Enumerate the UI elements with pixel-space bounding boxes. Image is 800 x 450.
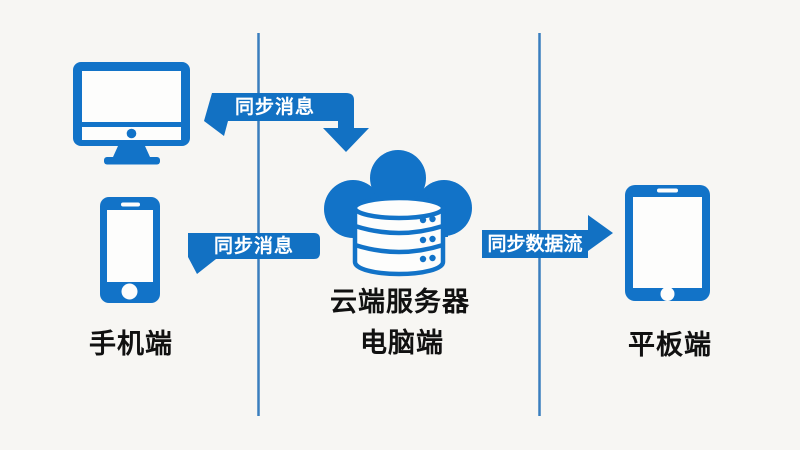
sync-arrow-top-label: 同步消息 <box>234 96 315 118</box>
sync-arrow-left <box>188 233 320 274</box>
cloud-server-node-label: 云端服务器 <box>330 287 470 317</box>
pc-node-label: 电脑端 <box>360 328 444 358</box>
tablet-node-label: 平板端 <box>628 330 712 360</box>
sync-arrow-right <box>482 215 613 258</box>
sync-arrow-right-label: 同步数据流 <box>487 233 583 255</box>
tablet-icon <box>625 185 710 301</box>
sync-arrow-left-label: 同步消息 <box>213 235 294 257</box>
database-shape <box>352 195 446 277</box>
cloud-database-icon <box>324 150 472 277</box>
sync-arrow-top <box>204 93 369 152</box>
desktop-monitor-icon <box>73 62 190 165</box>
phone-node-label: 手机端 <box>89 329 173 359</box>
smartphone-icon <box>100 197 160 303</box>
